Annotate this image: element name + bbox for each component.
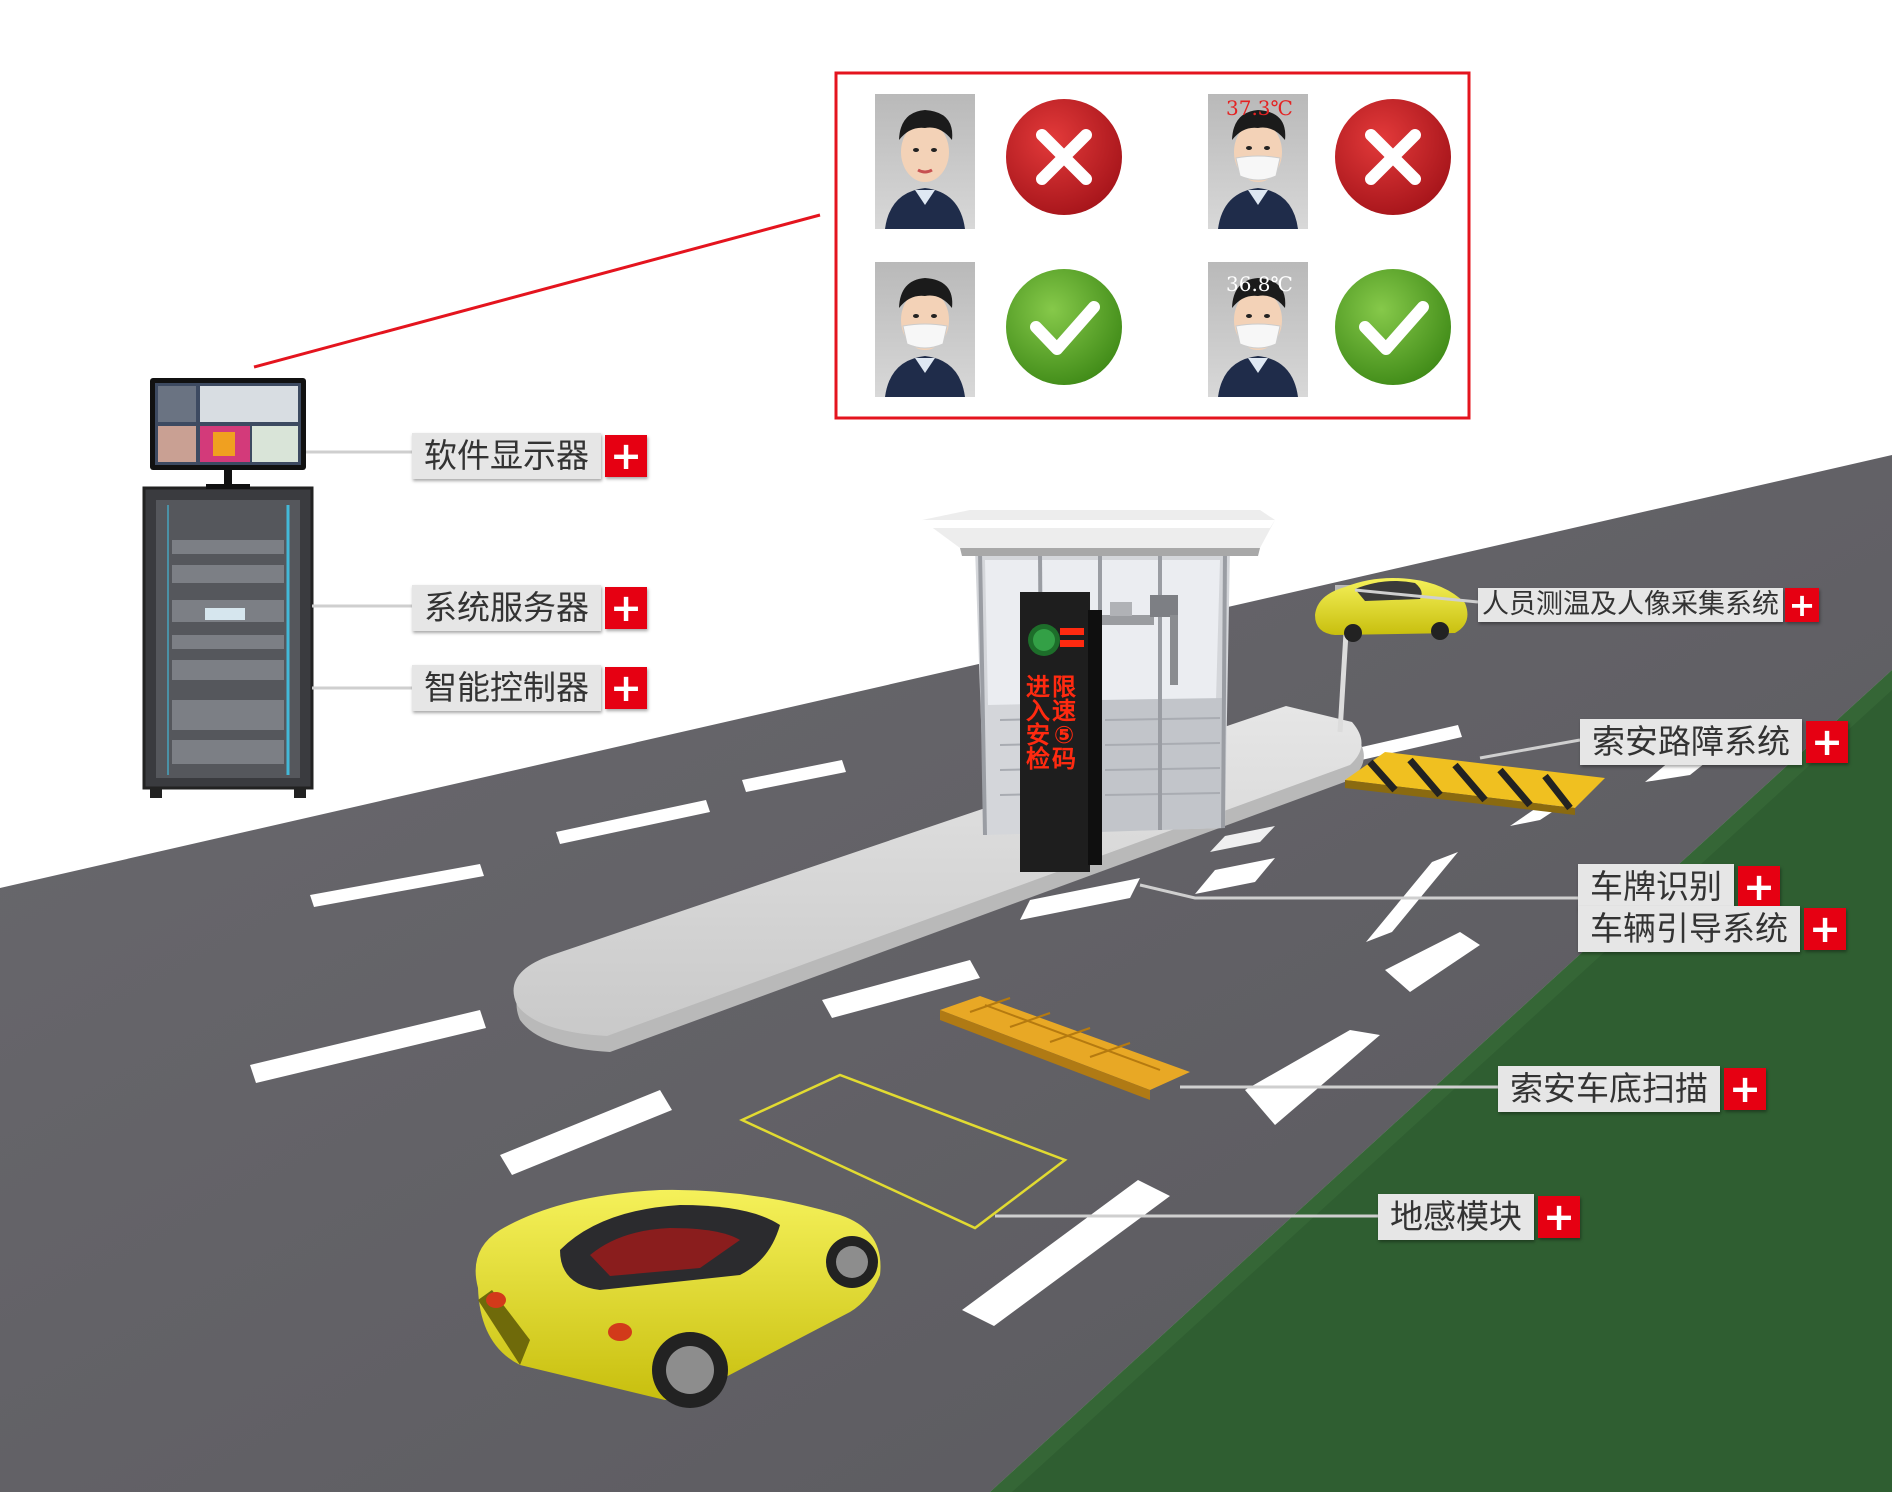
leader-lines: [306, 450, 1581, 1218]
label-controller[interactable]: 智能控制器 +: [412, 665, 647, 711]
sports-car: [475, 1189, 881, 1408]
temp-reading-high: 37.3℃: [1226, 96, 1293, 120]
portrait-mask: [875, 262, 975, 397]
road-blocker-device: [1345, 752, 1605, 815]
plus-icon[interactable]: +: [1538, 1195, 1580, 1239]
plus-icon[interactable]: +: [605, 434, 647, 478]
plus-icon[interactable]: +: [1724, 1067, 1766, 1111]
label-guide[interactable]: 车辆引导系统 +: [1578, 906, 1846, 952]
label-temp-system-text: 人员测温及人像采集系统: [1478, 588, 1783, 622]
label-server[interactable]: 系统服务器 +: [412, 585, 647, 631]
cross-icon: [1006, 99, 1122, 215]
label-server-text: 系统服务器: [412, 585, 601, 631]
portrait-no-mask: [875, 94, 975, 229]
distant-car: [1315, 578, 1468, 642]
label-barrier[interactable]: 索安路障系统 +: [1580, 719, 1848, 765]
label-monitor-text: 软件显示器: [412, 433, 601, 479]
label-guide-text: 车辆引导系统: [1578, 906, 1800, 952]
label-barrier-text: 索安路障系统: [1580, 719, 1802, 765]
server-rack: [142, 486, 314, 798]
label-underbody[interactable]: 索安车底扫描 +: [1498, 1066, 1766, 1112]
plus-icon[interactable]: +: [1785, 586, 1819, 624]
monitor-display: [150, 378, 306, 489]
plus-icon[interactable]: +: [1804, 907, 1846, 951]
label-plate-text: 车牌识别: [1578, 864, 1734, 910]
label-temp-system[interactable]: 人员测温及人像采集系统 +: [1478, 586, 1819, 624]
plus-icon[interactable]: +: [1806, 720, 1848, 764]
label-plate[interactable]: 车牌识别 +: [1578, 864, 1780, 910]
callout-connector: [253, 213, 821, 369]
portrait-mask-high-temp: [1208, 94, 1308, 229]
label-ground[interactable]: 地感模块 +: [1378, 1194, 1580, 1240]
plus-icon[interactable]: +: [605, 586, 647, 630]
sign-text-col1: 进入安检: [1026, 673, 1050, 773]
guidance-sign: [1020, 592, 1102, 872]
check-icon: [1335, 269, 1451, 385]
label-controller-text: 智能控制器: [412, 665, 601, 711]
label-ground-text: 地感模块: [1378, 1194, 1534, 1240]
plus-icon[interactable]: +: [605, 666, 647, 710]
ground-loop-outline: [739, 1073, 1068, 1230]
plus-icon[interactable]: +: [1738, 865, 1780, 909]
check-icon: [1006, 269, 1122, 385]
temp-reading-normal: 36.8℃: [1226, 272, 1293, 296]
underbody-scanner-device: [940, 996, 1190, 1100]
sign-text-col2: 限速⑤码: [1052, 673, 1076, 773]
label-underbody-text: 索安车底扫描: [1498, 1066, 1720, 1112]
label-monitor[interactable]: 软件显示器 +: [412, 433, 647, 479]
cross-icon: [1335, 99, 1451, 215]
portrait-mask-normal-temp: [1208, 262, 1308, 397]
